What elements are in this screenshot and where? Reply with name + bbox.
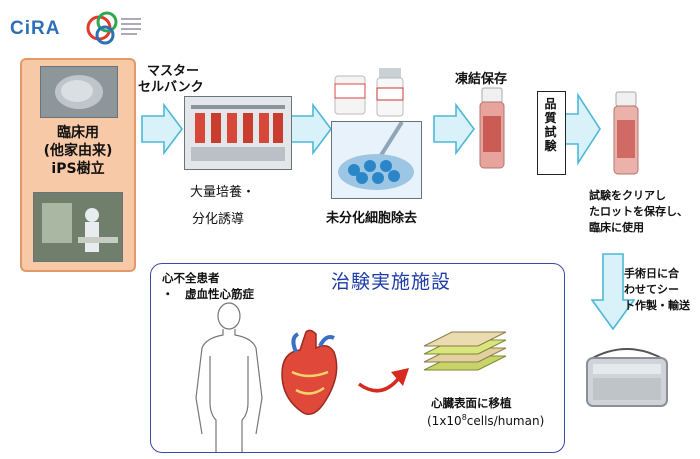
master-cell-bank-line2: セルバンク (138, 80, 204, 95)
human-figure-icon (186, 302, 272, 456)
transport-line1: 手術日に合 (624, 267, 679, 280)
dose-label: (1x108cells/human) (427, 413, 545, 428)
culture-line1: 大量培養・ (190, 185, 256, 200)
transport-line2: わせてシー (624, 283, 679, 296)
cira-brand: CiRA (10, 18, 61, 39)
cleanroom-photo (33, 192, 123, 262)
frozen-tube-1 (474, 86, 510, 180)
vial-photo (331, 66, 419, 118)
patient-line1: 心不全患者 (162, 271, 220, 285)
cira-logo-icon (85, 8, 145, 52)
flow-arrow-2 (289, 102, 333, 160)
ips-colony-photo (40, 66, 118, 118)
frozen-tube-2 (608, 90, 644, 186)
removal-label: 未分化細胞除去 (326, 211, 418, 226)
release-line3: 臨床に使用 (589, 221, 644, 234)
transport-case (579, 338, 675, 416)
flow-arrow-1 (140, 102, 184, 160)
cell-plate-photo (331, 120, 422, 199)
release-line2: たロットを保存し、 (589, 205, 688, 218)
transplant-arrow (355, 362, 413, 406)
patient-line2: ・ 虚血性心筋症 (162, 287, 254, 301)
cell-sheet-icon (418, 330, 512, 390)
quality-test-box (537, 91, 566, 175)
ips-label: 臨床用 (他家由来) iPS樹立 (43, 125, 113, 177)
master-cell-bank-line1: マスター (147, 64, 200, 79)
culture-line2: 分化誘導 (192, 212, 245, 227)
bioreactor-photo (184, 96, 292, 170)
heart-icon (276, 328, 346, 428)
trial-site-title: 治験実施施設 (331, 271, 452, 293)
transport-line3: ト作製・輸送 (624, 299, 690, 312)
freeze-label: 凍結保存 (455, 72, 508, 87)
release-line1: 試験をクリアし (589, 189, 666, 202)
transplant-label: 心臓表面に移植 (431, 396, 512, 410)
flow-arrow-3 (432, 102, 476, 160)
quality-test-label: 品 質 試 験 (544, 97, 557, 153)
flow-arrow-down (590, 252, 636, 336)
